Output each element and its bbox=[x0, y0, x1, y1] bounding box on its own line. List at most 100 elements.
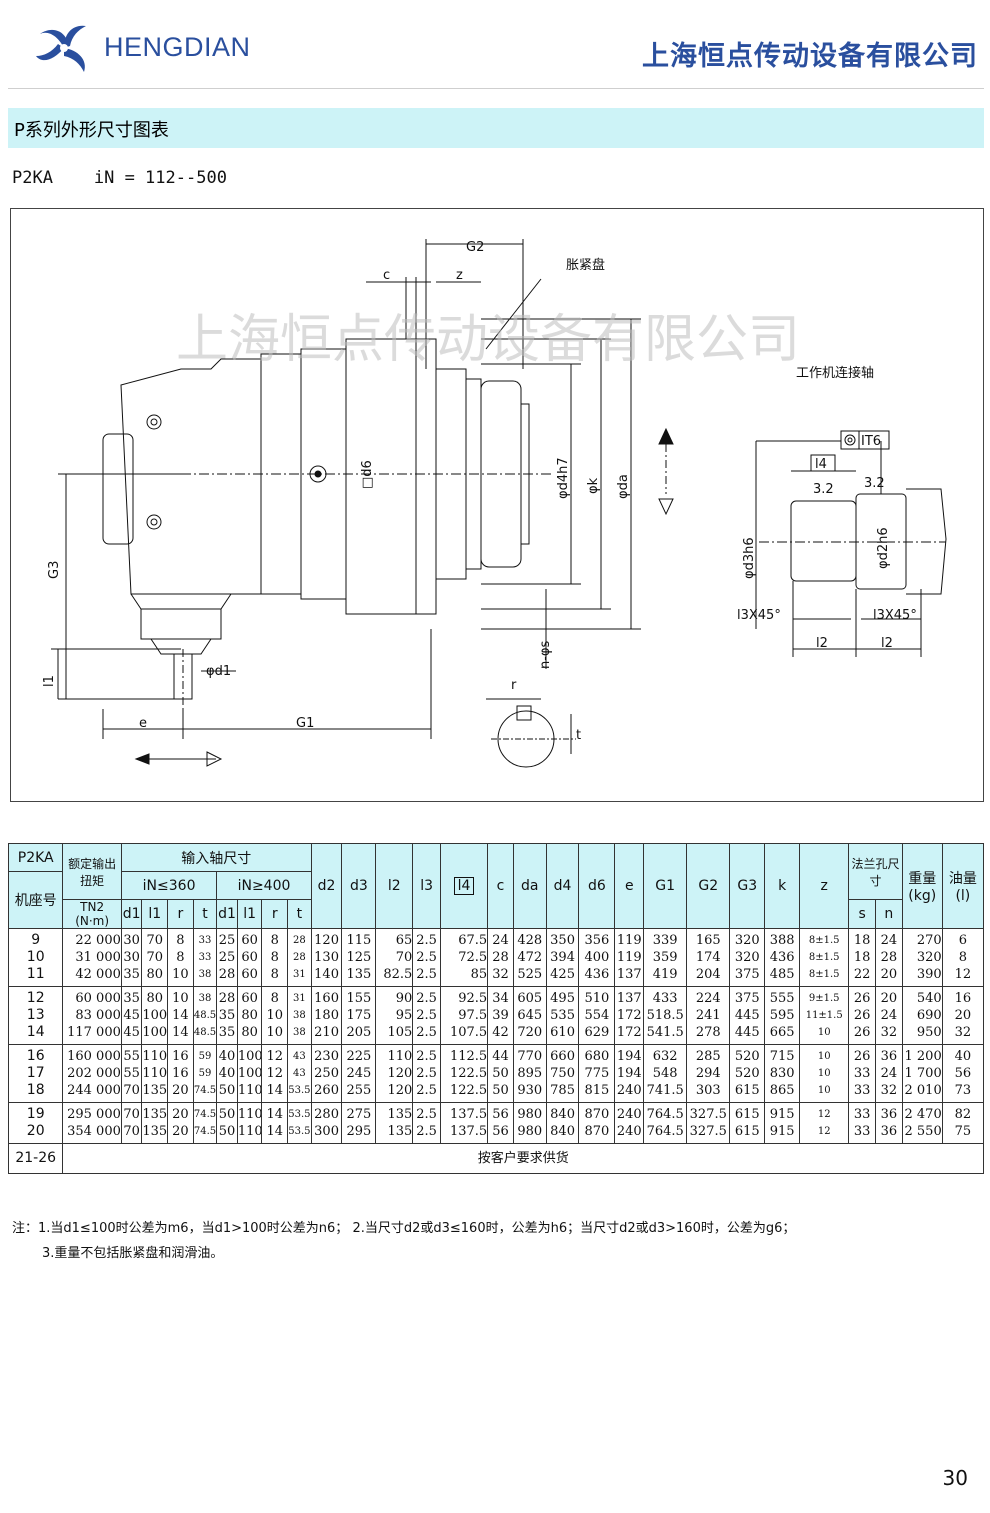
th-g3: G3 bbox=[729, 843, 766, 929]
label-shrink-disc: 胀紧盘 bbox=[566, 257, 605, 273]
dimension-table: P2KA 额定输出扭矩 输入轴尺寸 d2 d3 l2 l3 l4 c da d4… bbox=[7, 843, 985, 1174]
cell-size: 21-26 bbox=[7, 1143, 64, 1174]
label-d2: φd2h6 bbox=[876, 527, 891, 569]
th-sub-l1a: l1 bbox=[141, 899, 169, 929]
label-r32a: 3.2 bbox=[813, 482, 834, 497]
th-d6: d6 bbox=[578, 843, 616, 929]
input-flange bbox=[140, 608, 222, 640]
th-k: k bbox=[764, 843, 801, 929]
section-title: P系列外形尺寸图表 bbox=[14, 120, 169, 141]
cell-footer-text: 按客户要求供货 bbox=[62, 1143, 984, 1174]
th-c: c bbox=[487, 843, 514, 929]
label-l1: l1 bbox=[42, 675, 57, 687]
label-r32b: 3.2 bbox=[864, 476, 885, 491]
th-sub-ta: t bbox=[192, 899, 218, 929]
label-d4: φd4h7 bbox=[556, 457, 571, 499]
th-input-shaft: 输入轴尺寸 bbox=[120, 843, 312, 872]
label-l2a: l2 bbox=[816, 636, 828, 651]
company-name: 上海恒点传动设备有限公司 bbox=[642, 41, 978, 72]
th-l2: l2 bbox=[375, 843, 414, 929]
label-k: φk bbox=[586, 477, 601, 494]
label-l4: l4 bbox=[815, 457, 827, 472]
th-l4: l4 bbox=[439, 843, 489, 929]
label-e: e bbox=[139, 716, 147, 731]
gearbox-body bbox=[120, 358, 262, 595]
th-d3: d3 bbox=[341, 843, 377, 929]
label-r: r bbox=[511, 678, 517, 693]
th-sub-d1a: d1 bbox=[120, 899, 143, 929]
label-c: c bbox=[383, 268, 390, 283]
header-divider bbox=[8, 88, 984, 89]
label-work-shaft: 工作机连接轴 bbox=[796, 365, 874, 381]
dimension-drawing: 上海恒点传动设备有限公司 G2 c z 胀紧盘 □d6 φd4h7 φk φda… bbox=[10, 208, 984, 802]
th-torque: 额定输出扭矩 bbox=[62, 843, 122, 900]
th-e: e bbox=[614, 843, 645, 929]
th-torque-sym: TN2(N·m) bbox=[62, 899, 122, 929]
label-l3x45b: l3X45° bbox=[873, 608, 917, 623]
label-d6: □d6 bbox=[360, 460, 375, 489]
th-flange: 法兰孔尺寸 bbox=[848, 843, 903, 900]
tolerance-frame bbox=[840, 430, 890, 450]
label-ns: n-φs bbox=[538, 640, 553, 669]
